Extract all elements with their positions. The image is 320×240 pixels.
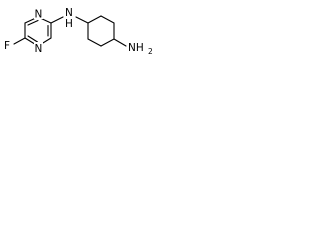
amine-linker-label: N H [65,7,73,30]
double-bond-c6-n1 [27,35,39,43]
bond-c5-f [13,37,26,45]
bond-c2-nh [50,16,64,24]
pyrimidine-ring [24,16,52,47]
bond-nh-cyclohexyl [75,16,89,24]
bond-cy-nh2 [113,38,127,47]
atom-nh-h: H [65,18,73,30]
chemical-structure: N N F N H NH 2 [3,7,153,56]
double-bond-c4-c5 [27,19,39,26]
terminal-amine-label: NH 2 [128,42,153,56]
atom-nh2: NH [128,42,144,54]
atom-nh2-subscript: 2 [148,47,153,56]
bond-cy4-cy5 [100,38,115,47]
bond-cy5-cy6 [87,38,102,47]
atom-n-bottom: N [35,43,43,55]
atom-fluorine: F [4,40,10,52]
bond-cy2-cy3 [100,15,115,24]
bond-cy1-cy2 [87,15,102,24]
cyclohexane-ring [87,15,115,47]
atom-nh-n: N [65,7,73,19]
atom-n-top: N [35,9,43,21]
